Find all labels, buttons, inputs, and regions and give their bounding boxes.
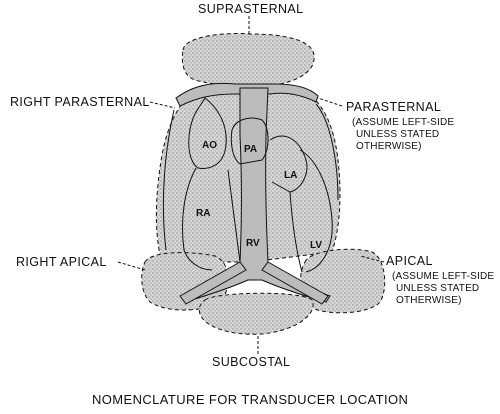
parasternal-note-line-3: OTHERWISE) [356, 141, 422, 152]
subcostal-zone [198, 292, 314, 335]
label-apical: APICAL [386, 254, 433, 268]
label-subcostal: SUBCOSTAL [212, 355, 291, 369]
chamber-lv: LV [310, 240, 322, 251]
caption: NOMENCLATURE FOR TRANSDUCER LOCATION [92, 392, 409, 407]
chamber-la: LA [284, 170, 297, 181]
apical-note-line-1: (ASSUME LEFT-SIDE [392, 271, 495, 282]
apical-note-line-3: OTHERWISE) [396, 295, 462, 306]
parasternal-note-line-1: (ASSUME LEFT-SIDE [352, 117, 455, 128]
parasternal-note-line-2: UNLESS STATED [356, 129, 440, 140]
heart-contours [162, 97, 339, 273]
right-parasternal-zone [155, 85, 246, 263]
chamber-pa: PA [244, 144, 257, 155]
label-right-apical: RIGHT APICAL [16, 255, 107, 269]
lower-right-band [261, 261, 329, 305]
label-right-parasternal: RIGHT PARASTERNAL [10, 95, 150, 109]
chamber-ra: RA [196, 208, 210, 219]
suprasternal-zone [181, 33, 315, 87]
chamber-ao: AO [202, 140, 217, 151]
central-trunk [181, 87, 331, 303]
parasternal-zone [249, 85, 341, 263]
leader-lines [117, 16, 385, 354]
lower-left-band [179, 261, 247, 305]
chamber-rv: RV [246, 238, 260, 249]
label-suprasternal: SUPRASTERNAL [198, 2, 304, 16]
apical-note-line-2: UNLESS STATED [396, 283, 480, 294]
label-parasternal: PARASTERNAL [346, 100, 442, 114]
aortic-arch [175, 82, 319, 107]
